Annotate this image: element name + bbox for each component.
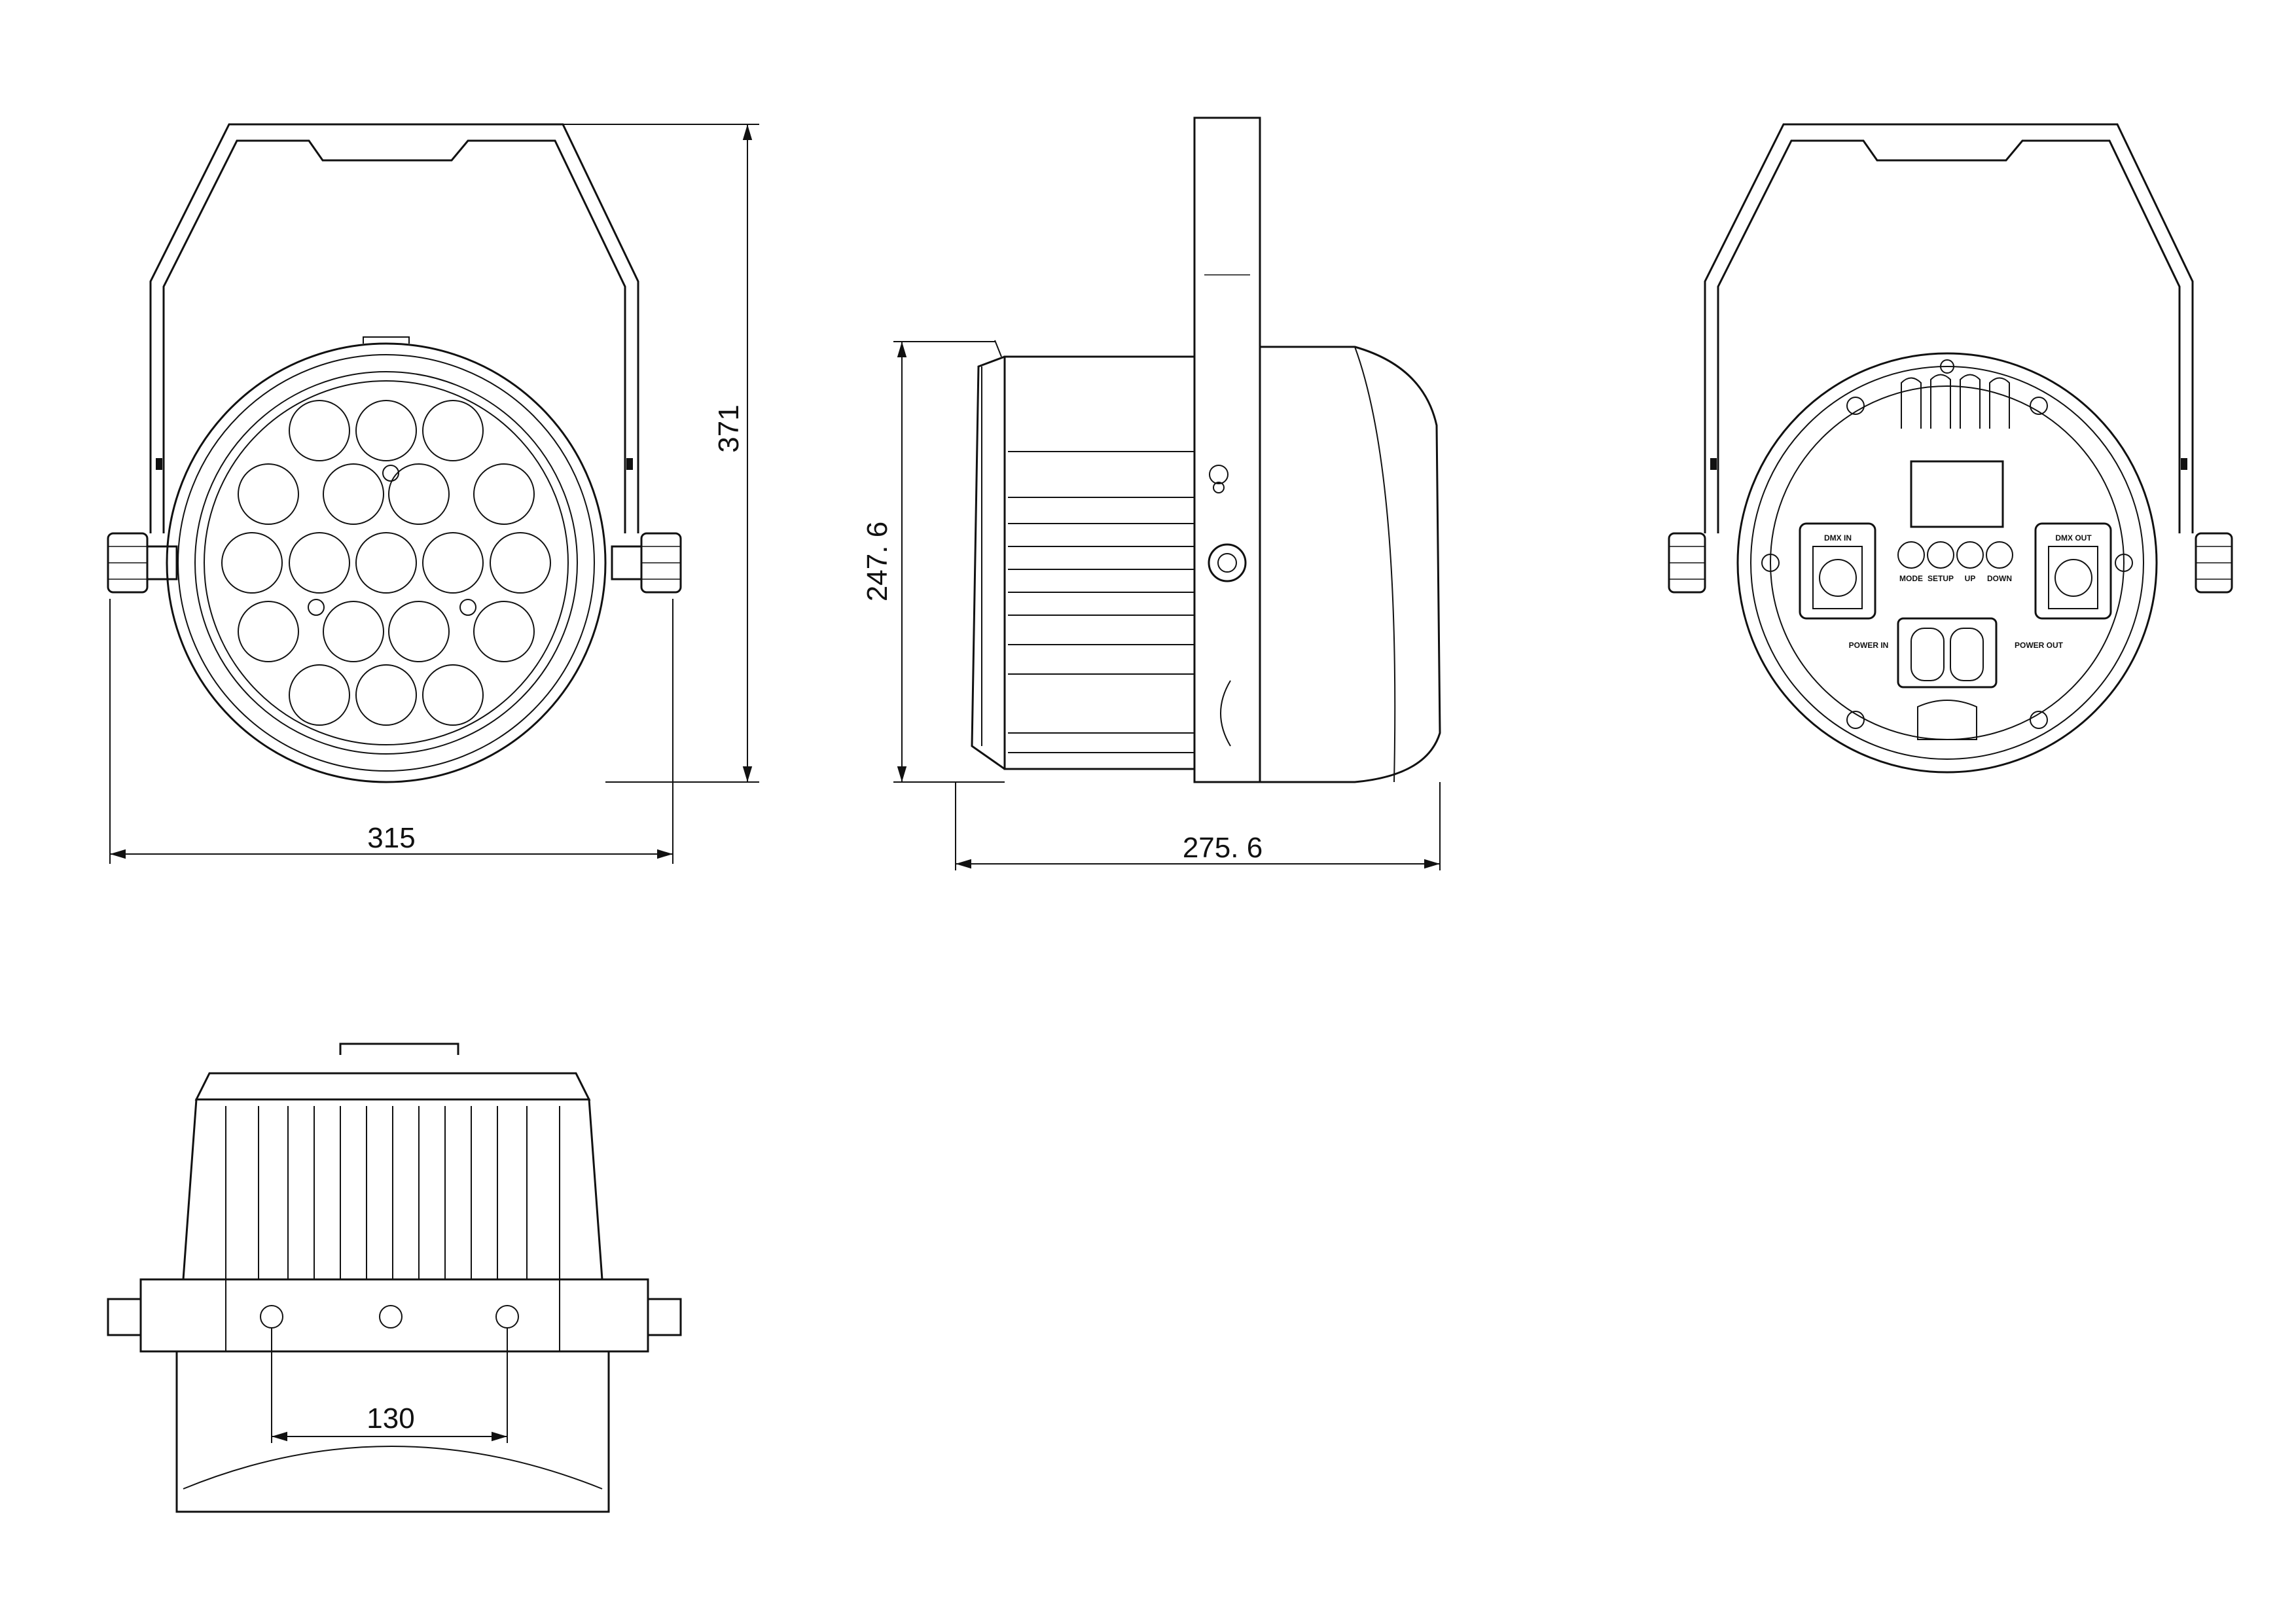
- dimension-front-width: 315: [109, 599, 673, 864]
- mode-button: [1897, 541, 1925, 569]
- side-front-housing: [1260, 346, 1441, 783]
- rear-yoke: [1704, 123, 2194, 533]
- dimension-bottom-spacing: 130: [271, 1329, 508, 1443]
- power-in-label: POWER IN: [1849, 641, 1889, 650]
- bottom-yoke-bar: [139, 1278, 649, 1353]
- rear-control-buttons: MODE SETUP UP DOWN: [1897, 541, 2013, 583]
- dmx-out-label: DMX OUT: [2055, 533, 2092, 543]
- front-yoke-knob-left: [107, 532, 178, 594]
- rear-housing-outer: [1736, 352, 2158, 774]
- dmx-in-label: DMX IN: [1824, 533, 1852, 543]
- bottom-front-housing: [175, 1351, 610, 1513]
- front-led-array: [221, 400, 551, 726]
- up-button: [1956, 541, 1984, 569]
- front-yoke-knob-right: [611, 532, 682, 594]
- dimension-side-height: 247. 6: [861, 341, 1005, 783]
- mode-button-label: MODE: [1899, 574, 1923, 583]
- dimension-label-315: 315: [367, 822, 415, 854]
- dimension-label-371: 371: [713, 404, 745, 452]
- dimension-label-275-6: 275. 6: [1183, 832, 1263, 864]
- setup-button-label: SETUP: [1928, 574, 1954, 583]
- bottom-cooling-fins: [225, 1106, 560, 1279]
- front-view: 315 371: [107, 123, 759, 864]
- side-cooling-fins: [1008, 451, 1194, 753]
- side-view: 247. 6 275. 6: [861, 116, 1441, 870]
- dmx-in-connector: DMX IN: [1799, 522, 1876, 620]
- rear-screws: [1761, 359, 2133, 729]
- down-button-label: DOWN: [1987, 574, 2012, 583]
- side-yoke-arm: [1193, 116, 1261, 783]
- dimension-side-depth: 275. 6: [955, 782, 1441, 870]
- rear-yoke-knob-left: [1668, 532, 1706, 594]
- up-button-label: UP: [1965, 574, 1976, 583]
- front-yoke: [149, 123, 639, 533]
- power-connectors: POWER IN POWER OUT: [1849, 617, 2064, 740]
- dimension-front-height: 371: [563, 124, 759, 783]
- dimension-label-130: 130: [367, 1402, 414, 1435]
- setup-button: [1927, 541, 1954, 569]
- rear-yoke-knob-right: [2195, 532, 2233, 594]
- down-button: [1986, 541, 2013, 569]
- power-out-label: POWER OUT: [2015, 641, 2064, 650]
- dmx-out-connector: DMX OUT: [2034, 522, 2112, 620]
- rear-view: MODE SETUP UP DOWN DMX IN DMX OUT POWER …: [1668, 123, 2233, 774]
- front-bezel-outer: [166, 342, 607, 783]
- bottom-view: 130: [107, 1043, 682, 1513]
- dimension-label-247-6: 247. 6: [861, 522, 893, 601]
- side-body: [1003, 355, 1196, 770]
- rear-display: [1910, 460, 2004, 528]
